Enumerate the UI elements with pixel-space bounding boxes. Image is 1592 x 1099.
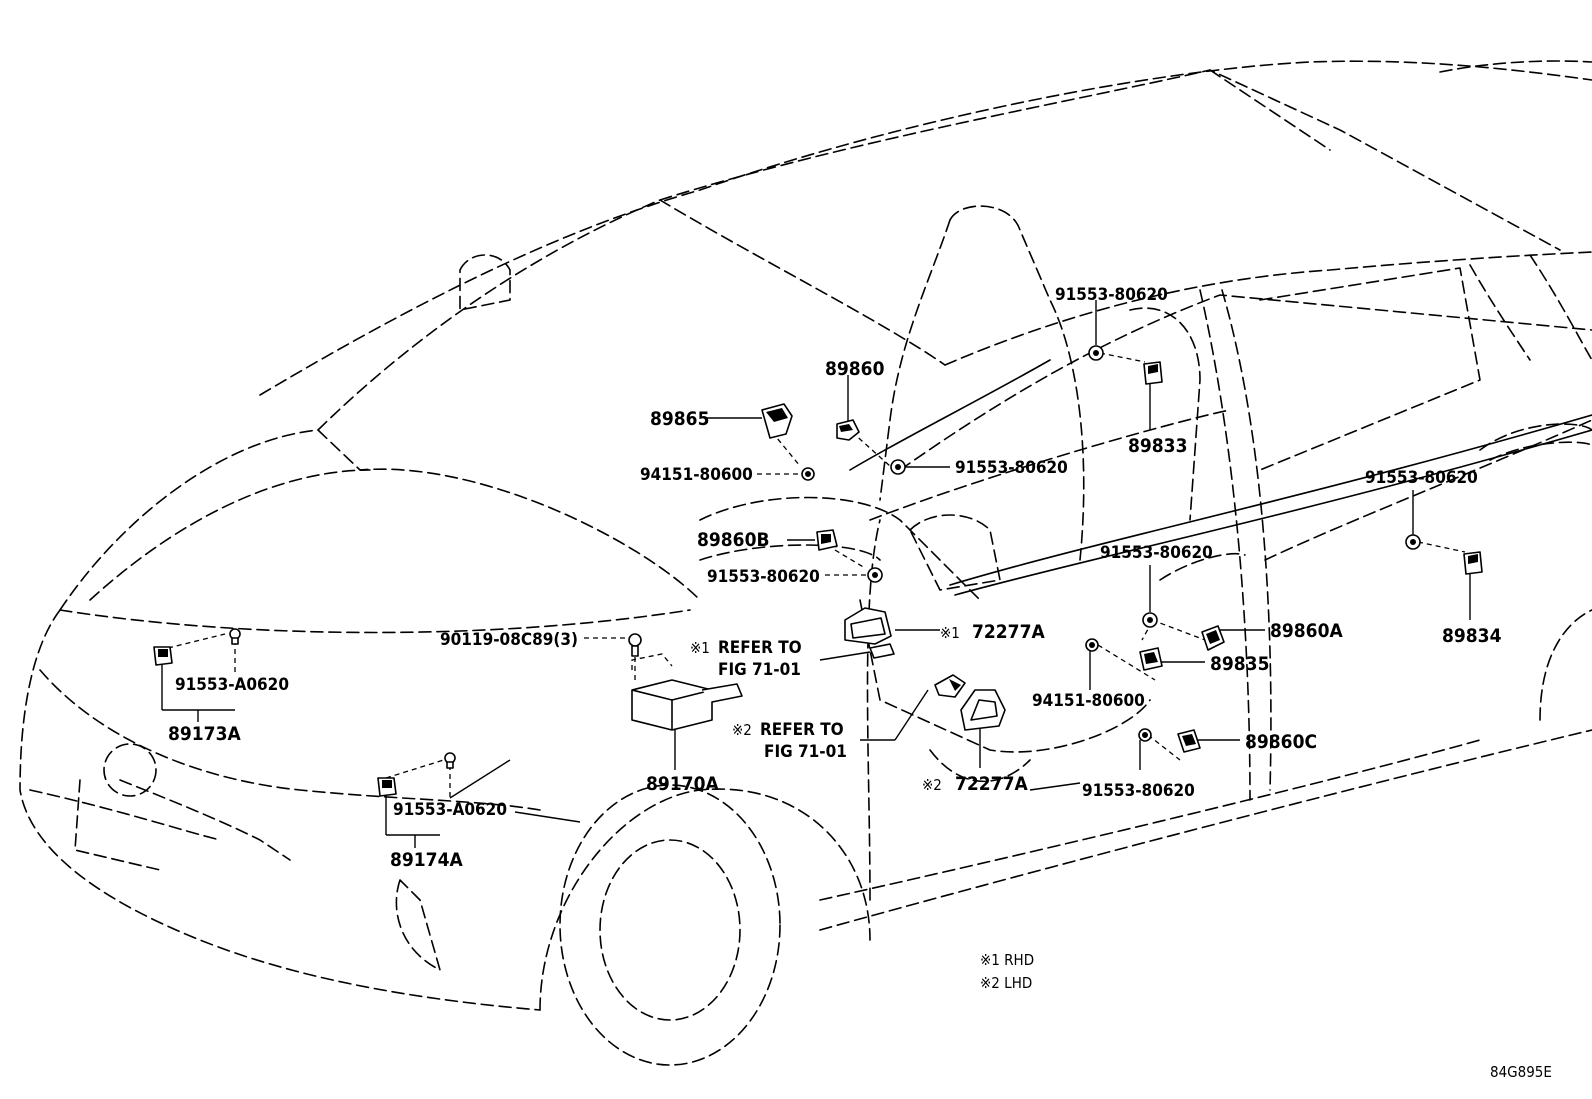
a-pillar-trim (849, 359, 1051, 471)
label-90119-08C89[interactable]: 90119-08C89(3) (440, 630, 578, 650)
label-72277A-2[interactable]: 72277A (955, 773, 1028, 795)
ref1-line2: FIG 71-01 (718, 660, 801, 680)
bolt-91553-bottom-icon[interactable] (1138, 728, 1152, 742)
bolt-90119-icon[interactable] (628, 633, 642, 657)
sensor-89173A-icon[interactable] (153, 646, 173, 666)
legend-item-lhd: ※2 LHD (980, 974, 1032, 992)
sensor-89835-icon[interactable] (1139, 647, 1163, 671)
car-outline (19, 60, 1592, 1066)
label-94151-80600-left[interactable]: 94151-80600 (640, 465, 753, 485)
bolt-91553-door-icon[interactable] (1142, 612, 1158, 628)
ref2-line2: FIG 71-01 (764, 742, 847, 762)
ref2-prefix: ※2 (732, 721, 752, 739)
label-91553-80620-mid[interactable]: 91553-80620 (955, 458, 1068, 478)
sensor-89860-icon[interactable] (836, 419, 860, 441)
label-89834[interactable]: 89834 (1442, 625, 1502, 647)
label-89860C[interactable]: 89860C (1245, 731, 1317, 753)
side-trim-lower (954, 429, 1592, 596)
label-89174A[interactable]: 89174A (390, 849, 463, 871)
ref2-line1: REFER TO (760, 720, 844, 740)
tag-ref1: ※1 (940, 624, 960, 642)
sensor-89860A-icon[interactable] (1201, 625, 1225, 651)
label-89173A[interactable]: 89173A (168, 723, 241, 745)
label-94151-80600-right[interactable]: 94151-80600 (1032, 691, 1145, 711)
bolt-91553-top-icon[interactable] (1088, 345, 1104, 361)
diagram-code: 84G895E (1490, 1063, 1552, 1081)
part-labels: 91553-80620 89860 89865 89833 94151-8060… (168, 285, 1502, 871)
label-91553-80620-right[interactable]: 91553-80620 (1365, 468, 1478, 488)
bolt-91553-A0620-left-icon[interactable] (229, 628, 241, 645)
bolt-94151-right-icon[interactable] (1085, 638, 1099, 652)
ref1-prefix: ※1 (690, 639, 710, 657)
connector-ref1-icon[interactable] (869, 643, 895, 659)
label-89860A[interactable]: 89860A (1270, 620, 1343, 642)
label-89860B[interactable]: 89860B (697, 529, 770, 551)
label-91553-80620-door[interactable]: 91553-80620 (1100, 543, 1213, 563)
sensor-89860C-icon[interactable] (1177, 729, 1201, 753)
bolt-91553-mid-icon[interactable] (890, 459, 906, 475)
connector-ref2-icon[interactable] (934, 674, 966, 698)
bolt-91553-b-icon[interactable] (867, 567, 883, 583)
legend-item-rhd: ※1 RHD (980, 951, 1034, 969)
label-89865[interactable]: 89865 (650, 408, 709, 430)
label-91553-80620-top[interactable]: 91553-80620 (1055, 285, 1168, 305)
label-89835[interactable]: 89835 (1210, 653, 1269, 675)
bolt-94151-icon[interactable] (801, 467, 815, 481)
sensor-89833-icon[interactable] (1143, 361, 1163, 385)
label-89833[interactable]: 89833 (1128, 435, 1187, 457)
sensor-89865-icon[interactable] (761, 403, 793, 439)
airbag-sensor-89170A-icon[interactable] (631, 653, 743, 731)
label-72277A-1[interactable]: 72277A (972, 621, 1045, 643)
legend: ※1 RHD ※2 LHD (980, 951, 1034, 992)
bolt-91553-A0620-front-icon[interactable] (444, 752, 456, 769)
label-89170A[interactable]: 89170A (646, 773, 719, 795)
tag-ref2: ※2 (922, 776, 942, 794)
side-trim (949, 414, 1592, 586)
bolt-91553-right-icon[interactable] (1405, 534, 1421, 550)
label-91553-A0620-front[interactable]: 91553-A0620 (393, 800, 507, 820)
sensor-89834-icon[interactable] (1463, 551, 1483, 575)
label-91553-A0620-left[interactable]: 91553-A0620 (175, 675, 289, 695)
bracket-72277A-2-icon[interactable] (960, 689, 1006, 731)
leader-lines (161, 300, 1471, 848)
ref1-line1: REFER TO (718, 638, 802, 658)
sensor-89860B-icon[interactable] (816, 529, 838, 551)
sensor-89174A-icon[interactable] (377, 777, 397, 797)
label-91553-80620-bottom[interactable]: 91553-80620 (1082, 781, 1195, 801)
label-89860[interactable]: 89860 (825, 358, 885, 380)
label-91553-80620-b[interactable]: 91553-80620 (707, 567, 820, 587)
bracket-72277A-1-icon[interactable] (844, 607, 892, 645)
